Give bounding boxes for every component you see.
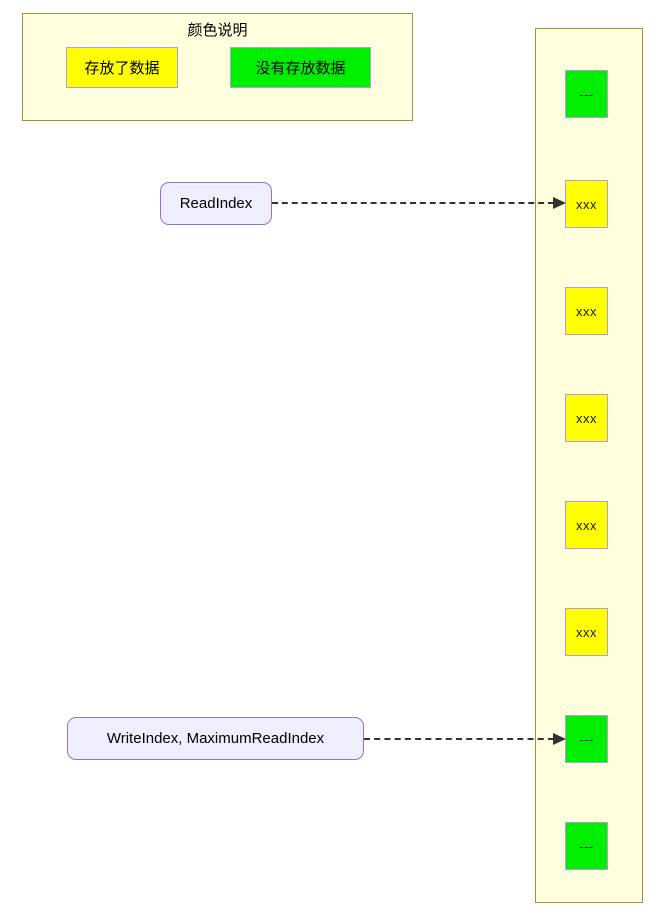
buffer-column <box>535 28 643 903</box>
legend-panel: 颜色说明 存放了数据 没有存放数据 <box>22 13 413 121</box>
buffer-cell-7: --- <box>565 822 608 870</box>
buffer-cell-1: xxx <box>565 180 608 228</box>
buffer-cell-0: --- <box>565 70 608 118</box>
buffer-cell-4: xxx <box>565 501 608 549</box>
arrowhead-icon <box>553 733 566 745</box>
legend-swatch-empty: 没有存放数据 <box>230 47 371 88</box>
dashed-line <box>272 202 554 204</box>
connector-writeindex <box>364 733 566 745</box>
pointer-label-readindex: ReadIndex <box>160 182 272 225</box>
pointer-label-writeindex: WriteIndex, MaximumReadIndex <box>67 717 364 760</box>
legend-swatch-stored: 存放了数据 <box>66 47 178 88</box>
buffer-cell-2: xxx <box>565 287 608 335</box>
buffer-cell-5: xxx <box>565 608 608 656</box>
dashed-line <box>364 738 554 740</box>
buffer-cell-6: --- <box>565 715 608 763</box>
legend-title: 颜色说明 <box>187 22 248 39</box>
connector-readindex <box>272 197 566 209</box>
arrowhead-icon <box>553 197 566 209</box>
buffer-cell-3: xxx <box>565 394 608 442</box>
